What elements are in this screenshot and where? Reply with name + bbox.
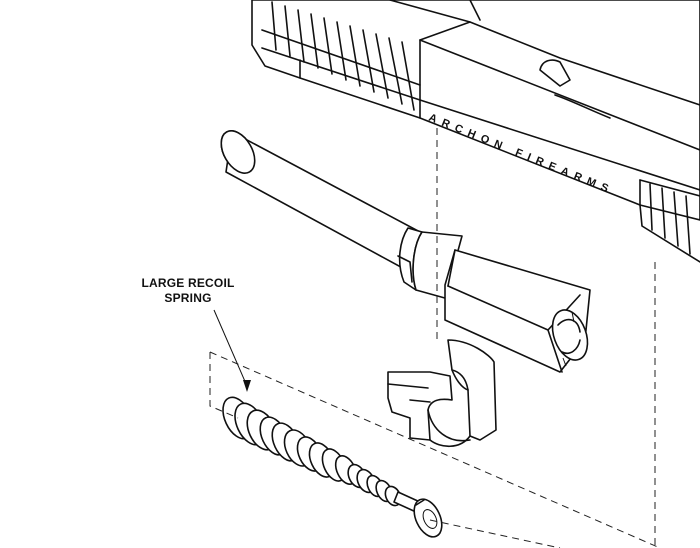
callout-line-1: LARGE RECOIL [141,276,235,290]
pistol-slide [251,0,700,221]
barrel [220,130,591,373]
barrel-lug [387,339,497,448]
slide-front-serrations [639,183,700,263]
small-recoil-spring [347,463,402,507]
slide-rear-serrations [261,1,421,111]
callout-leader [213,309,251,392]
callout-line-2: SPRING [164,291,212,305]
recoil-spring-assembly [222,396,443,538]
assembly-centerlines [209,128,661,548]
large-recoil-spring [222,396,347,482]
callout-label: LARGE RECOIL SPRING [133,276,243,306]
